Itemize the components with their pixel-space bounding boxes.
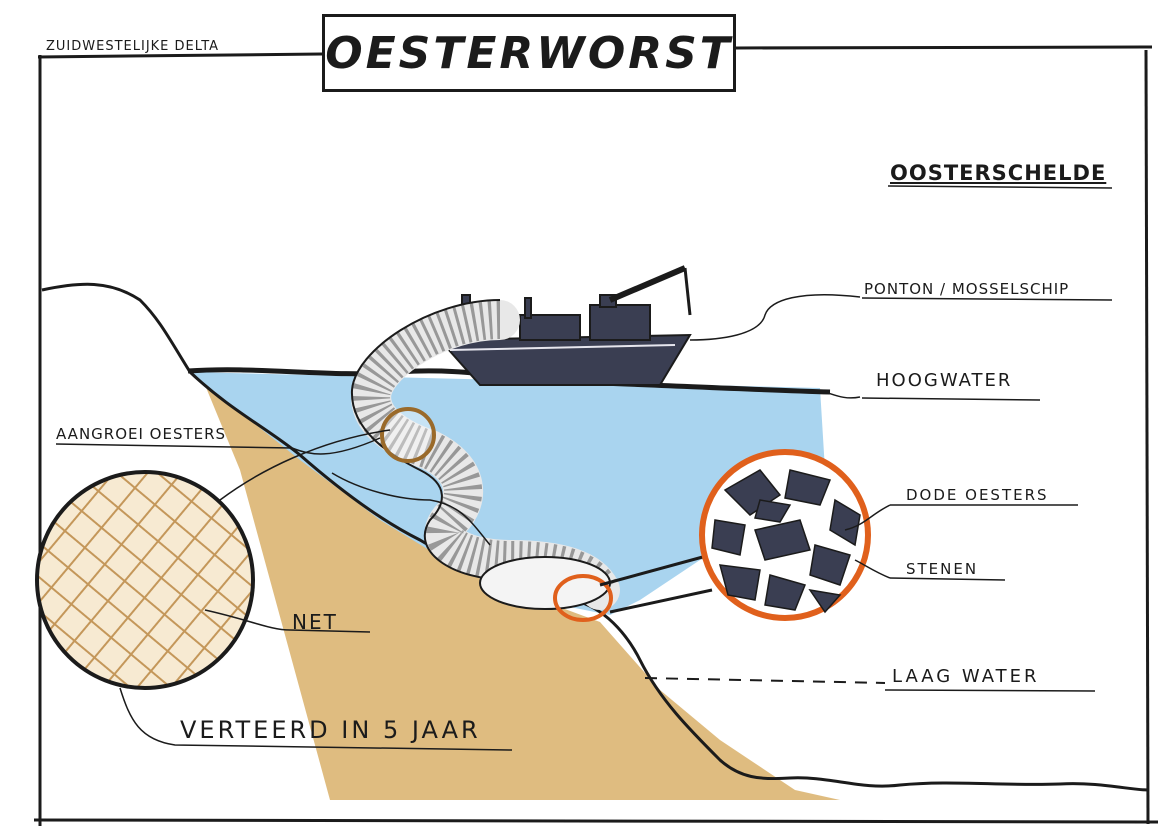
label-hoogwater: HOOGWATER — [876, 372, 1012, 390]
label-laag-water: LAAG WATER — [892, 668, 1040, 686]
label-aangroei: AANGROEI OESTERS — [56, 427, 226, 442]
label-ponton: PONTON / MOSSELSCHIP — [864, 282, 1069, 297]
label-verteerd: VERTEERD IN 5 JAAR — [180, 718, 481, 742]
region-label: ZUIDWESTELIJKE DELTA — [46, 40, 219, 53]
label-dode-oesters: DODE OESTERS — [906, 488, 1049, 503]
stones-detail — [702, 452, 868, 618]
title-box: OESTERWORST — [322, 14, 736, 92]
label-net: NET — [292, 612, 338, 632]
low-water-line — [645, 678, 885, 683]
label-stenen: STENEN — [906, 562, 978, 577]
page-title: OESTERWORST — [325, 28, 733, 79]
subtitle-oosterschelde: OOSTERSCHELDE — [890, 163, 1106, 184]
net-detail — [30, 465, 265, 700]
sausage-end — [480, 557, 610, 609]
aangroei-ring — [382, 409, 434, 461]
